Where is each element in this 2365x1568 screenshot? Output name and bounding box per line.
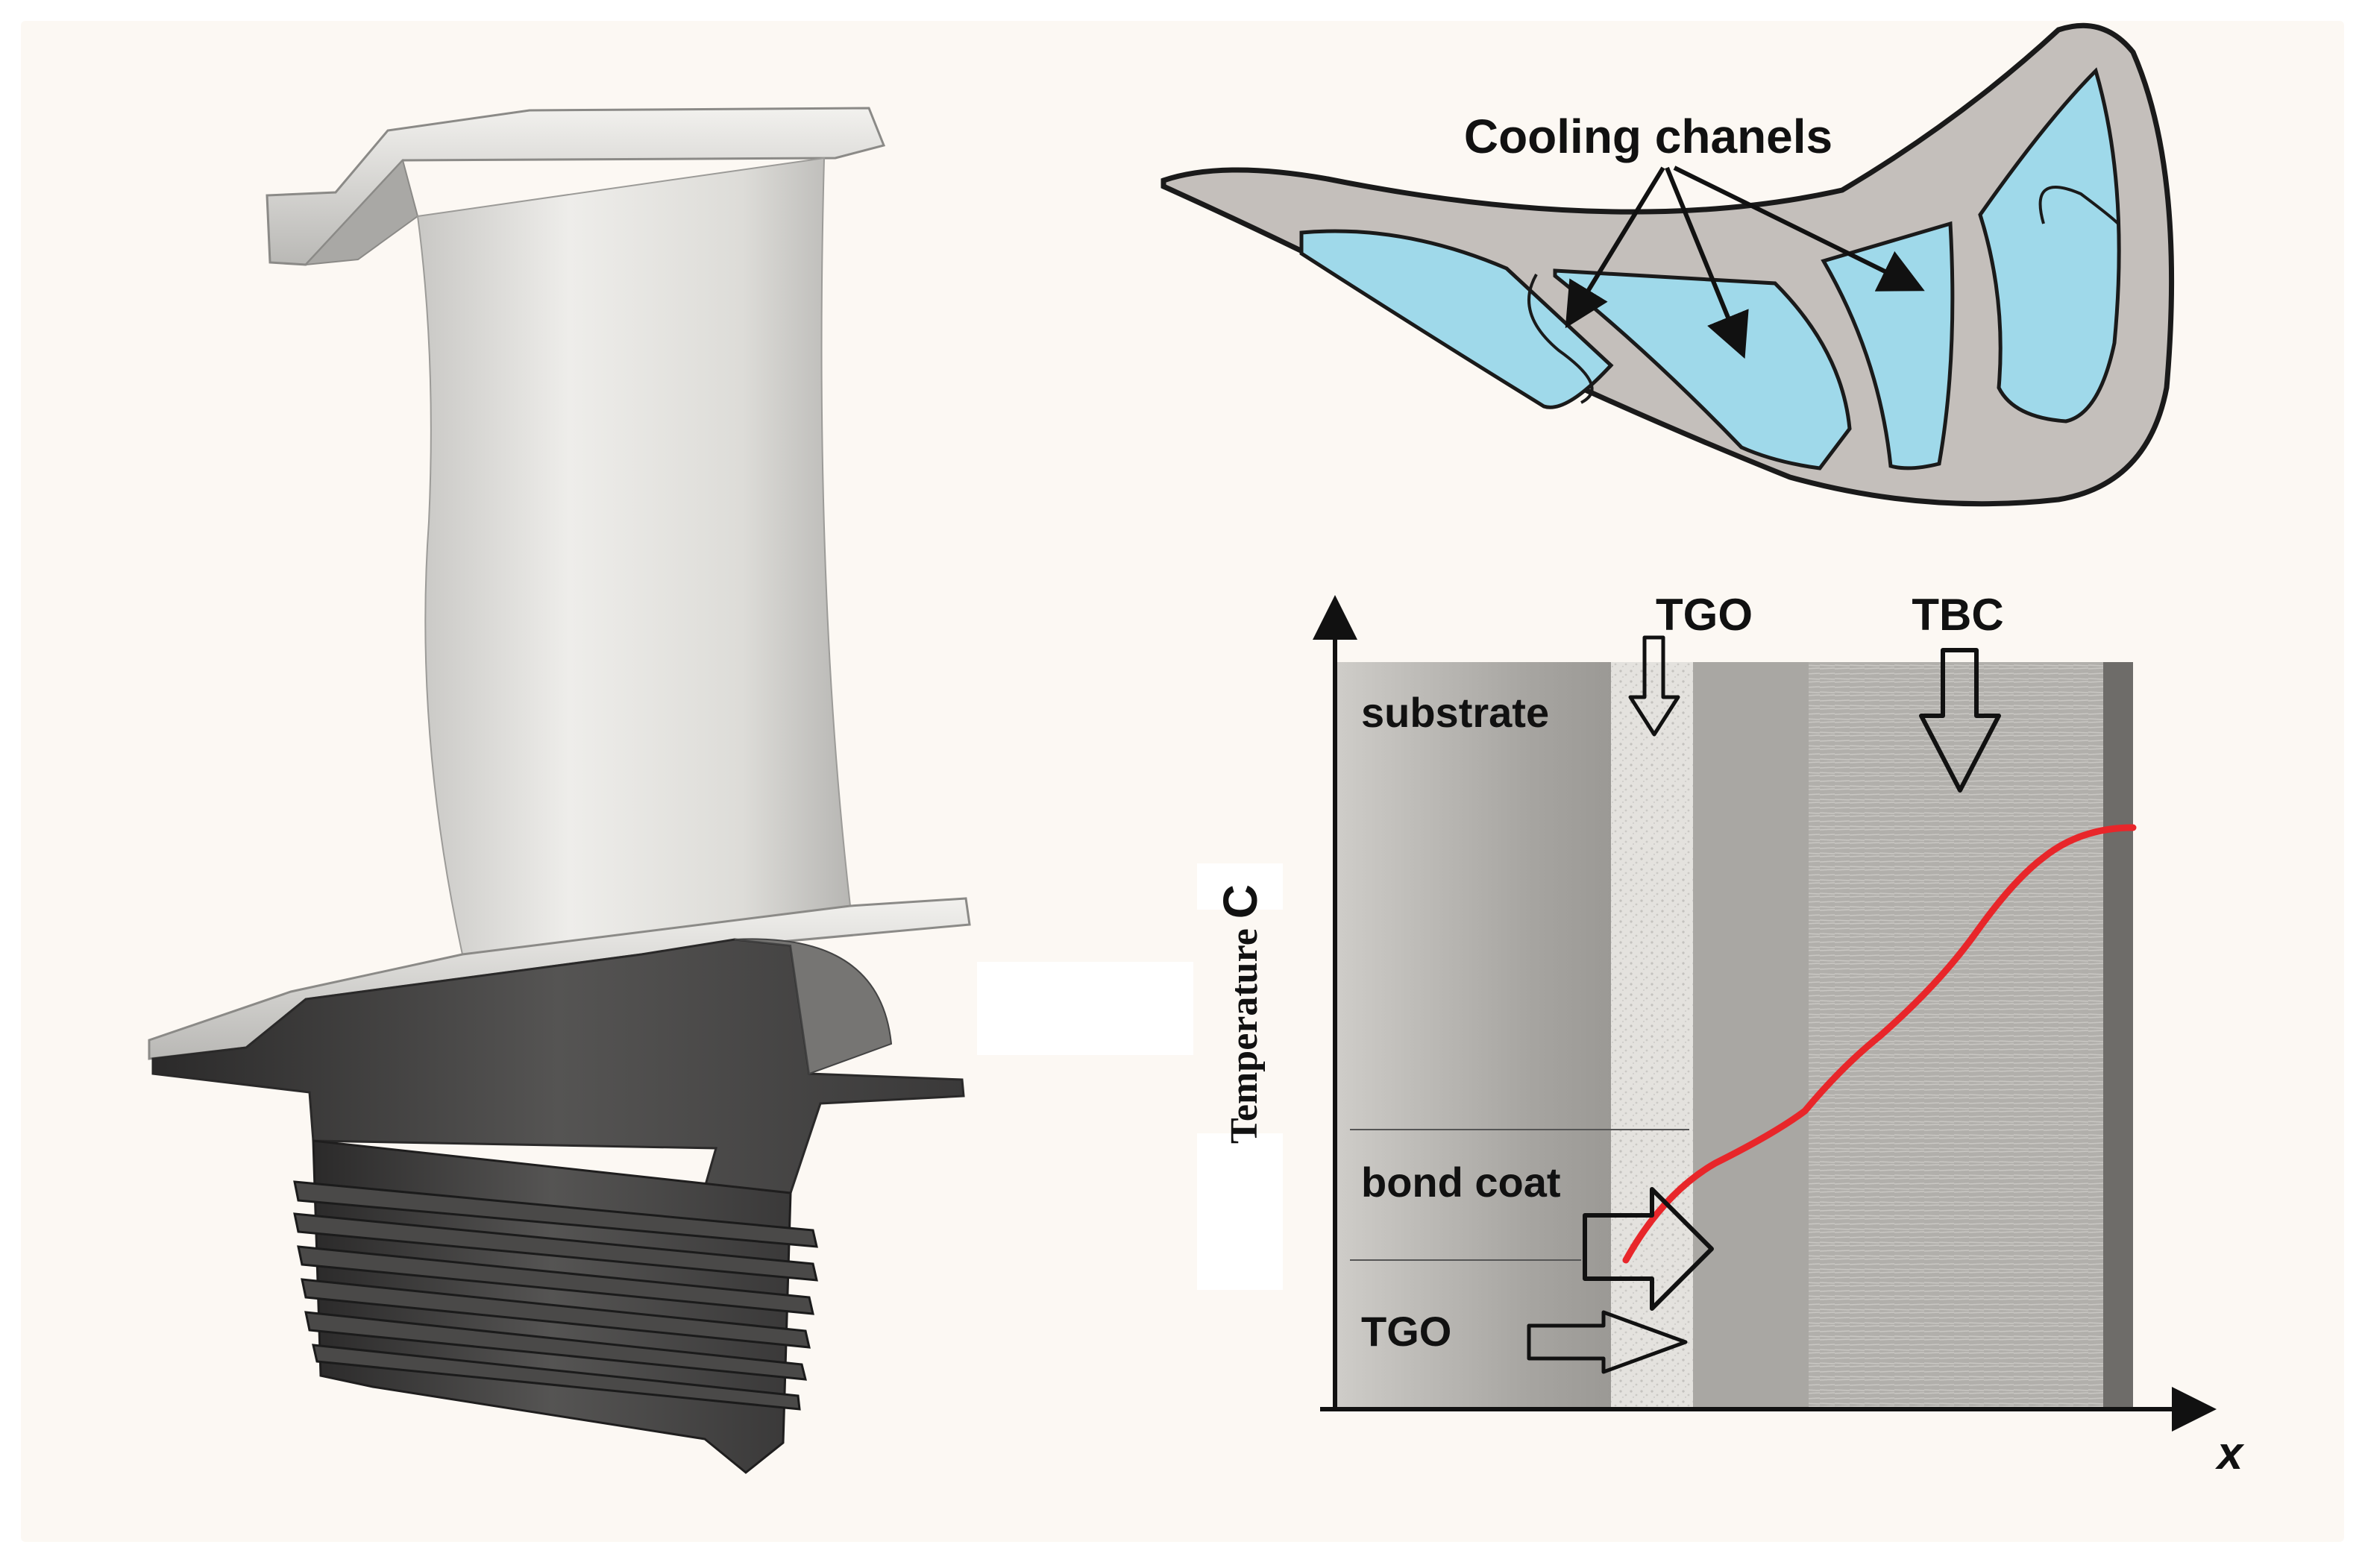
turbine-blade-render bbox=[148, 107, 971, 1474]
cooling-channels-label: Cooling chanels bbox=[1464, 110, 1832, 163]
tgo-bottom-label: TGO bbox=[1361, 1308, 1451, 1355]
tbc-layer-band bbox=[1809, 662, 2103, 1408]
cooling-channel-1 bbox=[1299, 229, 1614, 409]
tbc-top-label: TBC bbox=[1912, 590, 2003, 640]
substrate-label: substrate bbox=[1361, 689, 1549, 736]
cooling-channel-4 bbox=[1978, 67, 2121, 424]
tgo-down-arrow bbox=[1628, 635, 1680, 737]
tgo-top-label: TGO bbox=[1656, 590, 1753, 640]
x-axis-label: x bbox=[2215, 1428, 2245, 1479]
airfoil-cross-section: Cooling chanels bbox=[1160, 22, 2175, 507]
root-serrations bbox=[293, 1180, 818, 1411]
y-axis-unit: C bbox=[1213, 884, 1267, 919]
tbc-top-edge bbox=[2103, 662, 2133, 1408]
airfoil-body bbox=[416, 157, 852, 956]
bond-coat-layer-band bbox=[1693, 662, 1809, 1408]
tbc-down-arrow bbox=[1919, 648, 2001, 793]
blank-patch bbox=[1197, 1133, 1283, 1290]
blade-shank bbox=[151, 938, 965, 1202]
bond-coat-right-arrow bbox=[1583, 1187, 1714, 1311]
temperature-curve bbox=[1622, 824, 2137, 1264]
substrate-layer bbox=[1335, 662, 1611, 1408]
temperature-profile-chart: x Temperature C substrate bond coat TGO … bbox=[1213, 590, 2245, 1479]
cooling-channel-arrows bbox=[1565, 166, 1925, 359]
cooling-channel-2 bbox=[1553, 268, 1852, 470]
bond-coat-label: bond coat bbox=[1361, 1159, 1561, 1206]
y-axis-label-text: Temperature bbox=[1223, 919, 1266, 1144]
y-axis-label: Temperature C bbox=[1213, 884, 1267, 1144]
tgo-right-arrow bbox=[1527, 1310, 1688, 1374]
blank-patch bbox=[977, 962, 1193, 1055]
blank-patch bbox=[1197, 863, 1283, 910]
